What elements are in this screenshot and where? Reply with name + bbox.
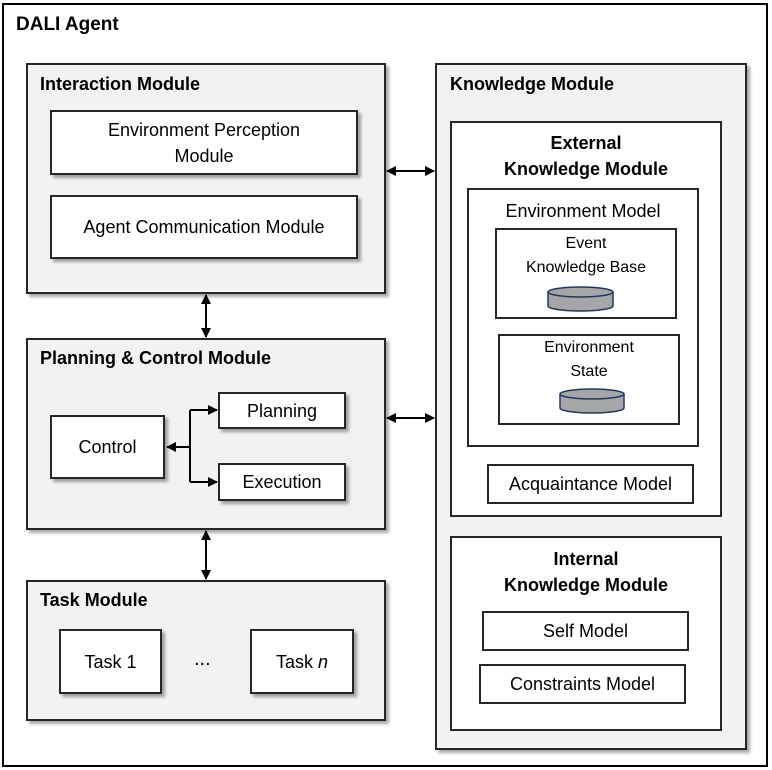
internal-knowledge-title-2: Knowledge Module: [504, 575, 668, 595]
execution-box: Execution: [218, 463, 346, 501]
execution-label: Execution: [242, 472, 322, 492]
environment-perception-module: Environment Perception Module: [50, 110, 358, 175]
acquaintance-model-label: Acquaintance Model: [508, 474, 673, 494]
control-branch-connector: [166, 405, 218, 487]
constraints-model: Constraints Model: [479, 664, 686, 704]
env-state-label-1: Environment: [544, 339, 634, 356]
internal-knowledge-title-1: Internal: [553, 549, 619, 569]
external-knowledge-title: External Knowledge Module: [450, 130, 722, 182]
task-1-label: Task 1: [84, 651, 137, 672]
environment-model-title: Environment Model: [505, 201, 661, 221]
task-n-prefix: Task: [275, 651, 313, 672]
self-model: Self Model: [482, 611, 689, 651]
agent-title: DALI Agent: [16, 14, 119, 35]
planning-box: Planning: [218, 392, 346, 429]
planning-label: Planning: [246, 400, 318, 421]
environment-state-label: Environment State: [498, 336, 680, 384]
event-knowledge-base-label: Event Knowledge Base: [495, 232, 677, 280]
control-label: Control: [78, 437, 137, 457]
agent-communication-label: Agent Communication Module: [83, 217, 325, 237]
event-kb-label-2: Knowledge Base: [525, 259, 647, 276]
acquaintance-model: Acquaintance Model: [487, 464, 694, 504]
task-1-box: Task 1: [59, 629, 162, 694]
external-knowledge-title-2: Knowledge Module: [504, 159, 668, 179]
task-module-title: Task Module: [40, 590, 148, 610]
planning-control-module-title: Planning & Control Module: [40, 348, 271, 368]
constraints-model-label: Constraints Model: [509, 674, 656, 694]
task-ellipsis: ...: [194, 648, 211, 670]
env-state-label-2: State: [570, 363, 608, 380]
database-icon: [547, 286, 614, 312]
internal-knowledge-title: Internal Knowledge Module: [450, 546, 722, 598]
task-n-box: Task n: [250, 629, 354, 694]
environment-perception-label-2: Module: [174, 145, 234, 166]
event-kb-label-1: Event: [565, 235, 607, 252]
environment-perception-label-1: Environment Perception: [107, 119, 301, 140]
task-n-label: Task n: [276, 649, 328, 675]
task-n-variable: n: [318, 651, 329, 672]
agent-communication-module: Agent Communication Module: [50, 195, 358, 259]
knowledge-module-title: Knowledge Module: [450, 74, 614, 94]
interaction-module-title: Interaction Module: [40, 74, 201, 94]
self-model-label: Self Model: [542, 621, 629, 641]
external-knowledge-title-1: External: [550, 133, 622, 153]
database-icon: [559, 388, 625, 414]
control-box: Control: [50, 415, 165, 479]
